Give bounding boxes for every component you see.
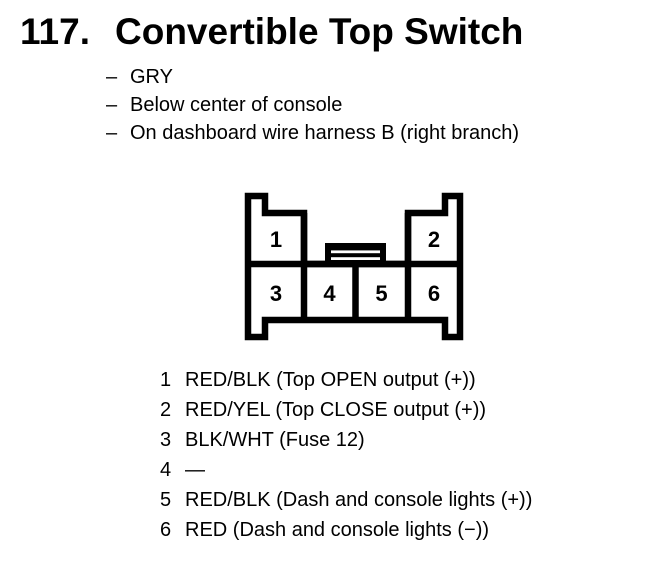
note-dash: – bbox=[106, 66, 118, 88]
pin-number: 4 bbox=[160, 459, 172, 481]
list-item: – On dashboard wire harness B (right bra… bbox=[106, 119, 519, 147]
list-item: – Below center of console bbox=[106, 91, 519, 119]
table-row: 6 RED (Dash and console lights (−)) bbox=[160, 515, 532, 545]
note-dash: – bbox=[106, 122, 118, 144]
connector-diagram: 1 2 3 4 5 6 bbox=[230, 185, 475, 350]
list-item: – GRY bbox=[106, 63, 519, 91]
pin-description: RED/BLK (Top OPEN output (+)) bbox=[185, 369, 476, 391]
pin-number: 3 bbox=[160, 429, 172, 451]
section-header: 117. Convertible Top Switch bbox=[20, 10, 523, 54]
connector-outline bbox=[244, 192, 464, 341]
note-dash: – bbox=[106, 94, 118, 116]
connector-cavity-5: 5 bbox=[375, 281, 387, 306]
pin-number: 5 bbox=[160, 489, 172, 511]
note-text-location: Below center of console bbox=[130, 94, 343, 116]
table-row: 1 RED/BLK (Top OPEN output (+)) bbox=[160, 365, 532, 395]
table-row: 3 BLK/WHT (Fuse 12) bbox=[160, 425, 532, 455]
pin-description: RED/BLK (Dash and console lights (+)) bbox=[185, 489, 533, 511]
note-text-harness: On dashboard wire harness B (right branc… bbox=[130, 122, 520, 144]
connector-cavity-2: 2 bbox=[428, 227, 440, 252]
section-number: 117. bbox=[20, 11, 90, 52]
pin-number: 6 bbox=[160, 519, 172, 541]
connector-cavity-1: 1 bbox=[270, 227, 282, 252]
latch-slot-line bbox=[331, 257, 380, 260]
table-row: 2 RED/YEL (Top CLOSE output (+)) bbox=[160, 395, 532, 425]
connector-housing-drawing: 1 2 3 4 5 6 bbox=[244, 192, 464, 341]
notes-list: – GRY – Below center of console – On das… bbox=[106, 63, 519, 147]
pin-description: RED/YEL (Top CLOSE output (+)) bbox=[185, 399, 487, 421]
page-title: Convertible Top Switch bbox=[115, 11, 524, 52]
pin-description-list: 1 RED/BLK (Top OPEN output (+)) 2 RED/YE… bbox=[160, 365, 532, 545]
table-row: 4 — bbox=[160, 455, 532, 485]
pin-number: 1 bbox=[160, 369, 172, 391]
connector-cavity-6: 6 bbox=[428, 281, 440, 306]
table-row: 5 RED/BLK (Dash and console lights (+)) bbox=[160, 485, 532, 515]
pin-description: BLK/WHT (Fuse 12) bbox=[185, 429, 365, 451]
note-text-color: GRY bbox=[130, 66, 173, 88]
pin-description: RED (Dash and console lights (−)) bbox=[185, 519, 490, 541]
pin-number: 2 bbox=[160, 399, 172, 421]
connector-cavity-3: 3 bbox=[270, 281, 282, 306]
latch-slot-line bbox=[331, 250, 380, 254]
latch-tab bbox=[325, 243, 386, 265]
connector-cavity-4: 4 bbox=[323, 281, 336, 306]
pin-description: — bbox=[185, 459, 205, 481]
